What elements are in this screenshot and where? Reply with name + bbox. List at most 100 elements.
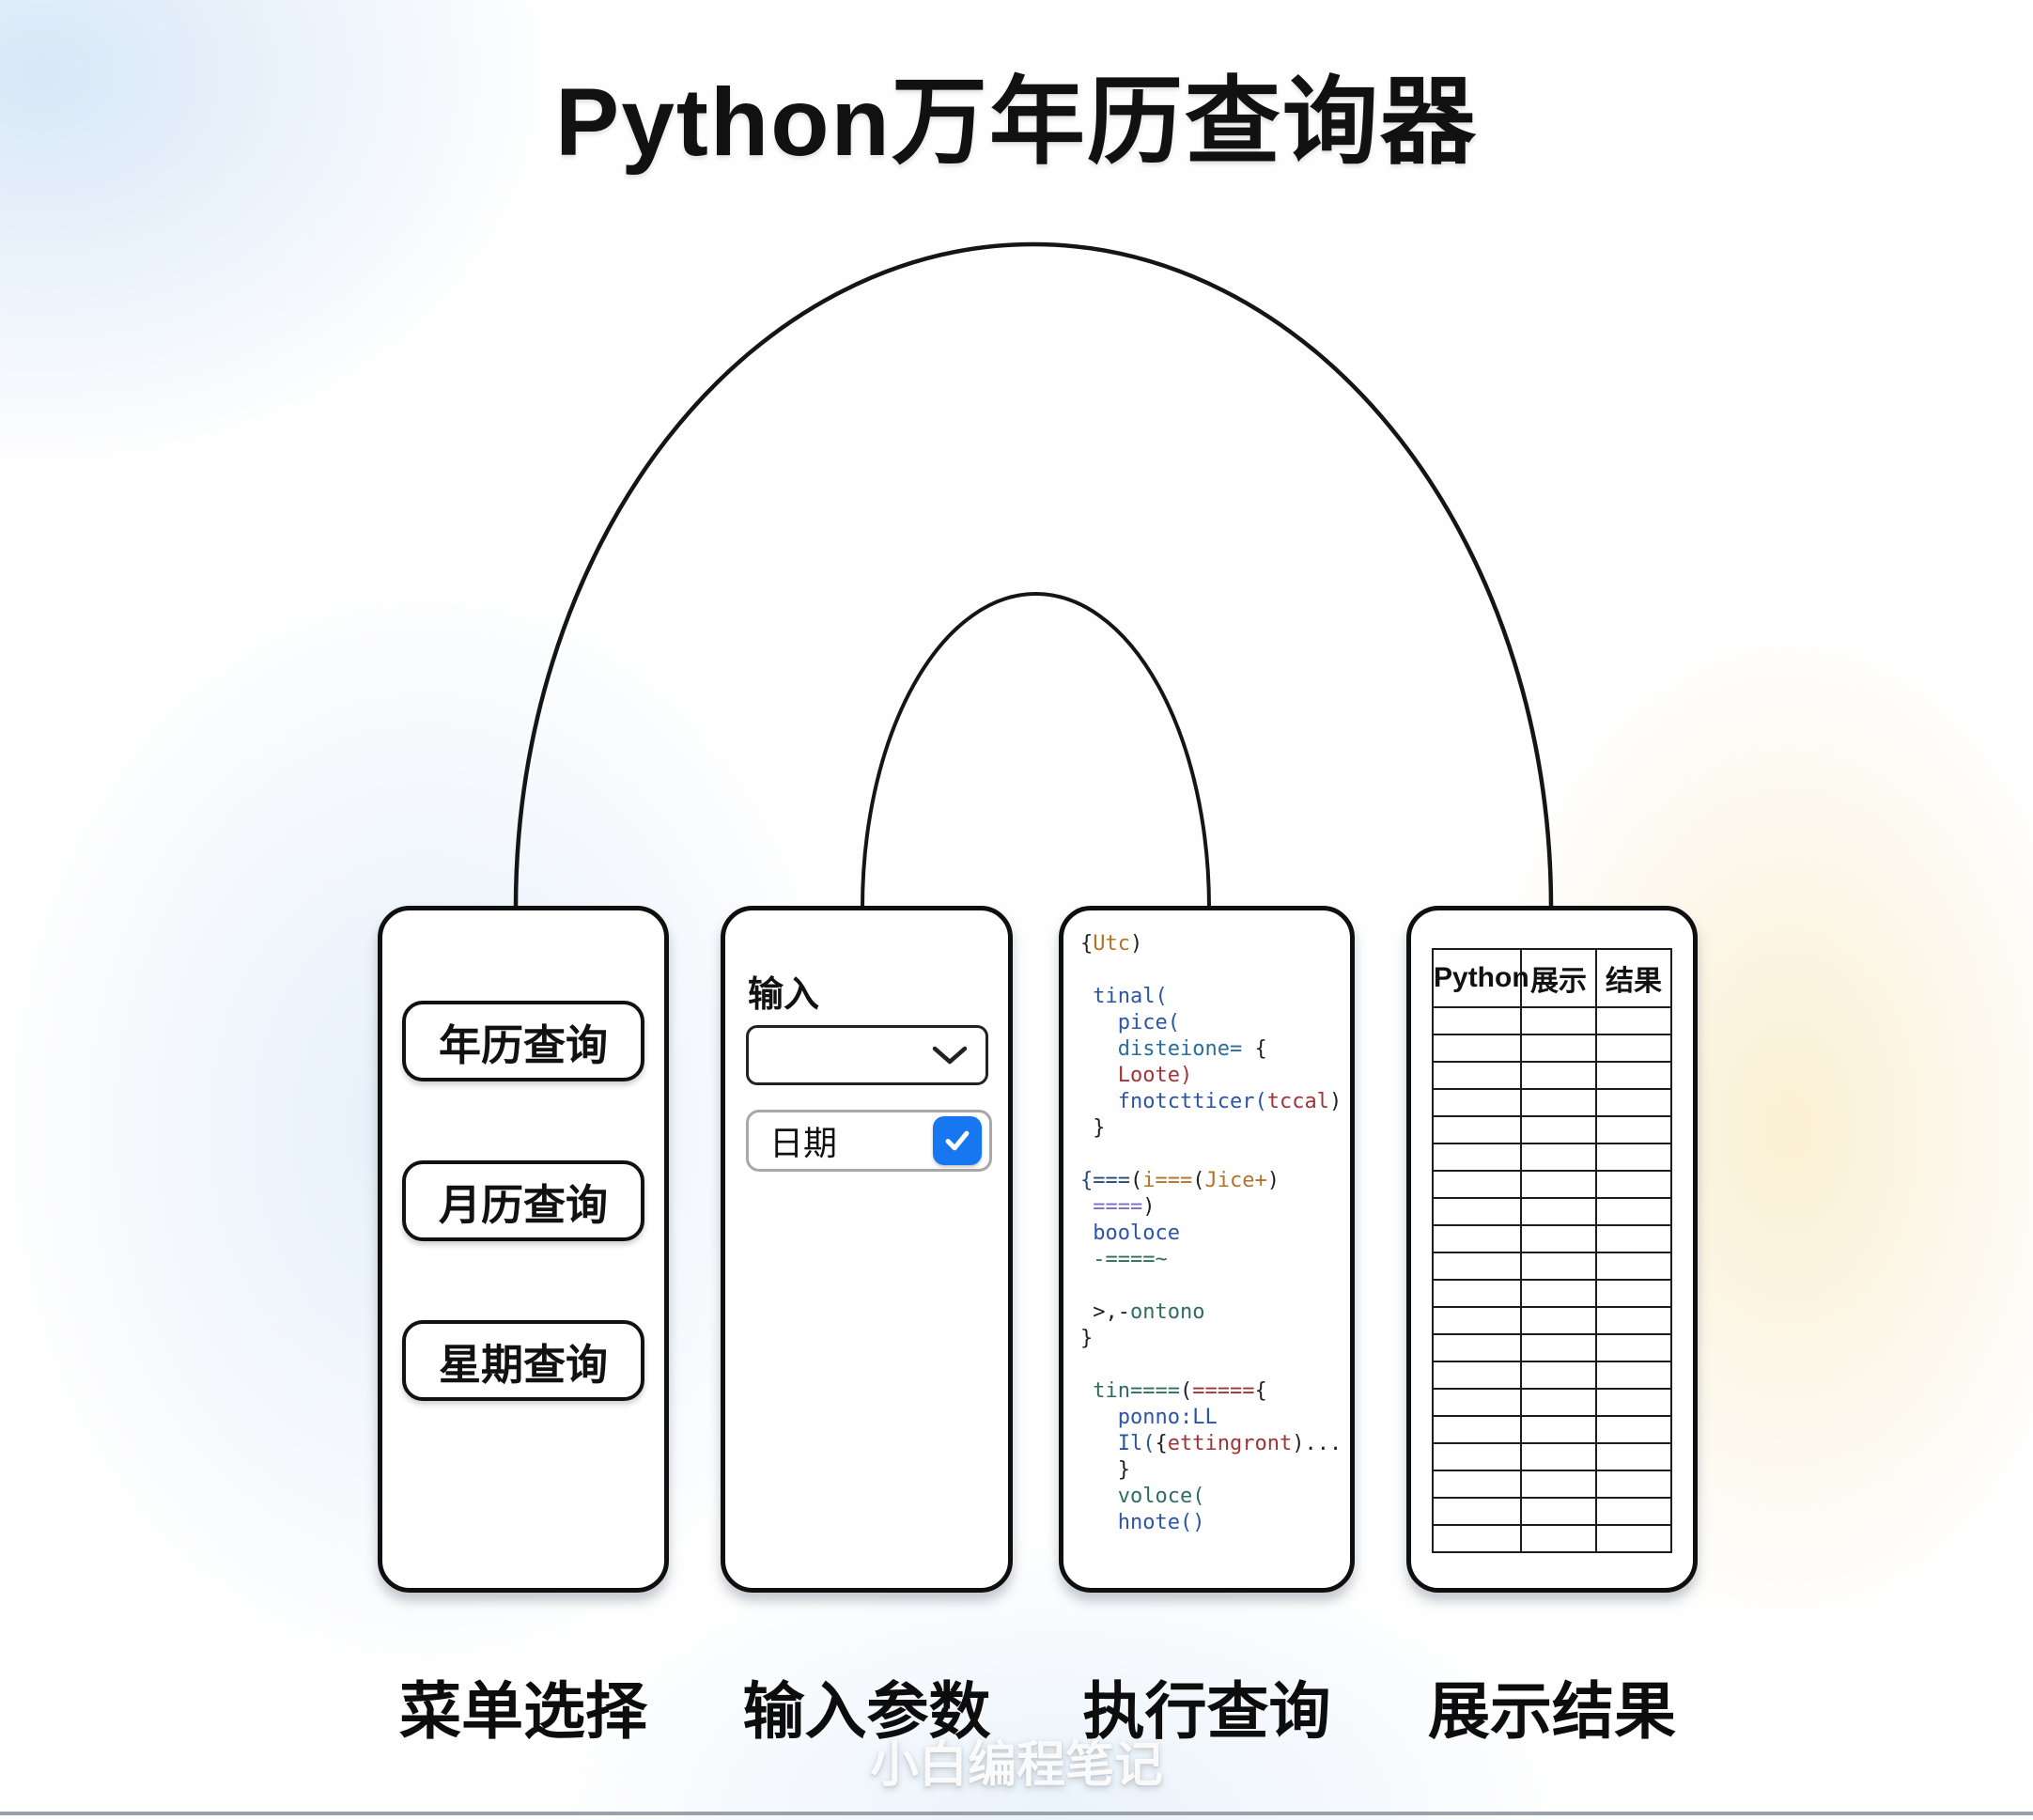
result-table-cell [1432,1143,1522,1172]
caption-menu-selection: 菜单选择 [399,1676,647,1746]
result-table-cell [1594,1524,1673,1553]
result-table-cell [1519,1061,1597,1090]
result-table-cell [1594,1361,1673,1390]
menu-button[interactable]: 月历查询 [402,1160,644,1241]
result-table-cell [1594,1415,1673,1444]
result-table-cell [1519,1415,1597,1444]
result-table-cell [1519,1442,1597,1471]
code-line: hnote() [1117,1511,1205,1534]
result-table-cell [1519,1333,1597,1362]
code-line [1080,957,1341,984]
result-table-cell [1432,1442,1522,1471]
code-line [1080,1273,1341,1299]
code-line: Loote) [1117,1064,1193,1087]
result-table-row [1432,1442,1673,1471]
result-table-cell [1519,1524,1597,1553]
watermark: 小白编程笔记 [869,1738,1163,1793]
caption-show-results: 展示结果 [1428,1676,1676,1746]
panel-execute-query: {Utc) tinal( pice( disteione= { Loote) f… [1059,906,1355,1593]
code-line: } [1080,1327,1094,1350]
result-table-cell [1594,1170,1673,1199]
result-table-row [1432,1170,1673,1199]
result-table-cell [1519,1388,1597,1417]
date-field-label: 日期 [769,1124,838,1162]
result-table-cell [1519,1306,1597,1335]
result-table-row [1432,1224,1673,1253]
page-title: Python万年历查询器 [555,69,1478,176]
code-line: pice( [1117,1011,1180,1034]
result-table-cell [1432,1115,1522,1144]
result-table-cell [1594,1442,1673,1471]
code-line: voloce( [1117,1485,1205,1508]
result-table-row [1432,1034,1673,1063]
result-table-cell [1519,1361,1597,1390]
result-table-row [1432,1415,1673,1444]
menu-button[interactable]: 星期查询 [402,1320,644,1401]
result-table-cell [1594,1197,1673,1226]
code-line: booloce [1093,1221,1180,1245]
menu-button[interactable]: 年历查询 [402,1001,644,1081]
result-table-cell [1519,1115,1597,1144]
result-table-cell [1594,1115,1673,1144]
result-table-row [1432,1088,1673,1117]
result-table-cell [1594,1224,1673,1253]
result-table-row [1432,1333,1673,1362]
result-table-cell [1594,1497,1673,1526]
outer-flow-arc [513,241,1554,910]
code-line: tinal( [1093,985,1168,1008]
code-line: } [1080,1458,1130,1482]
code-line: Il({ettingront)... [1117,1432,1342,1455]
result-table-cell [1519,1143,1597,1172]
caption-input-parameters: 输入参数 [742,1676,991,1746]
input-label: 输入 [748,975,820,1015]
result-table-cell [1432,1388,1522,1417]
result-table-cell [1432,1006,1522,1035]
result-table-row [1432,1279,1673,1308]
date-checkbox[interactable] [933,1116,982,1165]
result-table-cell [1519,1470,1597,1499]
result-table-cell [1432,1415,1522,1444]
result-table-row [1432,1470,1673,1499]
result-table-cell [1594,1388,1673,1417]
input-dropdown[interactable] [746,1025,988,1085]
result-column-header: 结果 [1594,948,1673,1008]
code-line: -====~ [1093,1248,1168,1271]
result-table-cell [1594,1252,1673,1281]
code-line: ponno:LL [1117,1406,1218,1429]
result-table-row [1432,1497,1673,1526]
result-table-cell [1432,1252,1522,1281]
result-table-row [1432,1115,1673,1144]
result-table-cell [1432,1333,1522,1362]
code-line: } [1080,1116,1106,1140]
bottom-divider-line [0,1812,2033,1815]
result-table-cell [1432,1224,1522,1253]
result-table-cell [1432,1524,1522,1553]
result-table-cell [1432,1170,1522,1199]
result-table-row [1432,1306,1673,1335]
code-line: {===(i===(Jice+) [1080,1169,1280,1192]
code-line: >,-ontono [1093,1300,1205,1324]
result-column-header: Python [1432,948,1529,1008]
result-table-cell [1432,1497,1522,1526]
result-table-cell [1519,1279,1597,1308]
code-line: disteione= { [1117,1037,1267,1061]
result-table-cell [1594,1279,1673,1308]
result-table-cell [1519,1252,1597,1281]
result-table-row [1432,1361,1673,1390]
date-field-row[interactable]: 日期 [746,1110,992,1172]
result-table-row [1432,1197,1673,1226]
result-table-cell [1594,1088,1673,1117]
code-block: {Utc) tinal( pice( disteione= { Loote) f… [1080,931,1342,1536]
result-table-cell [1594,1306,1673,1335]
result-table-cell [1594,1333,1673,1362]
result-table-cell [1519,1006,1597,1035]
result-column-header: 展示 [1519,948,1597,1008]
result-table-cell [1432,1279,1522,1308]
result-table-row [1432,1006,1673,1035]
code-line [1080,1352,1341,1378]
result-table-cell [1519,1197,1597,1226]
result-table-cell [1432,1470,1522,1499]
result-table-cell [1519,1088,1597,1117]
